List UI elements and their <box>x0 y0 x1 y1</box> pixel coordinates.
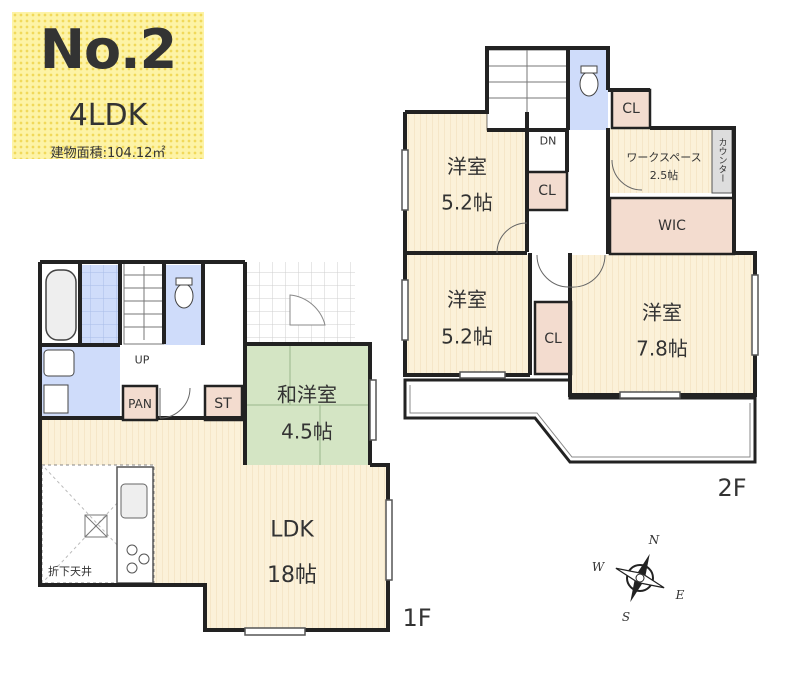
washing-machine <box>43 384 69 414</box>
dropped-ceiling-label: 折下天井 <box>48 565 92 578</box>
toilet-1f <box>174 283 194 309</box>
layout-type: 4LDK <box>68 98 148 133</box>
pantry <box>121 384 159 422</box>
compass-north: N <box>648 533 660 547</box>
room-b-floor <box>405 255 530 375</box>
closet-2-label: CL <box>544 331 562 347</box>
room-c-size: 7.8帖 <box>636 336 688 361</box>
storage-label: ST <box>214 396 232 412</box>
washitsu-size: 4.5帖 <box>281 419 333 444</box>
wash-basin <box>43 349 75 377</box>
storage <box>203 384 244 422</box>
compass-west: W <box>591 560 605 574</box>
room-a-floor <box>405 112 527 252</box>
room-c-name: 洋室 <box>642 300 682 325</box>
walk-in-closet <box>608 196 736 256</box>
floor-1 <box>38 260 393 636</box>
floor-2-label: 2F <box>717 474 747 502</box>
ldk-name: LDK <box>270 517 314 543</box>
plan-number: No.2 <box>39 18 177 81</box>
plan-badge: No.2 4LDK 建物面積:104.12㎡ <box>12 12 204 161</box>
compass-east: E <box>675 588 685 602</box>
closet-3 <box>610 88 652 130</box>
room-a-name: 洋室 <box>447 154 487 179</box>
floor-1-label: 1F <box>402 604 432 632</box>
wic-label: WIC <box>658 218 686 234</box>
compass-south: S <box>621 610 631 624</box>
room-c-floor <box>570 255 755 395</box>
workspace-name: ワークスペース <box>626 151 702 164</box>
compass <box>615 553 665 603</box>
room-b-size: 5.2帖 <box>441 324 493 349</box>
stairs-1f <box>123 261 165 345</box>
room-b-name: 洋室 <box>447 287 487 312</box>
stairs-down-label: DN <box>539 134 557 148</box>
pantry-label: PAN <box>128 397 152 411</box>
floor-2 <box>401 46 759 464</box>
washitsu-name: 和洋室 <box>277 382 337 407</box>
closet-3-label: CL <box>622 101 640 117</box>
workspace-size: 2.5帖 <box>649 169 679 182</box>
building-area: 建物面積:104.12㎡ <box>50 146 166 161</box>
counter-label: カウンター <box>716 137 727 183</box>
stairs-up-label: UP <box>134 353 150 367</box>
bathtub <box>45 269 77 341</box>
closet-1-label: CL <box>538 183 556 199</box>
room-a-size: 5.2帖 <box>441 190 493 215</box>
toilet-2f <box>579 71 599 97</box>
ldk-size: 18帖 <box>267 563 317 588</box>
bathroom-floor <box>80 265 120 345</box>
